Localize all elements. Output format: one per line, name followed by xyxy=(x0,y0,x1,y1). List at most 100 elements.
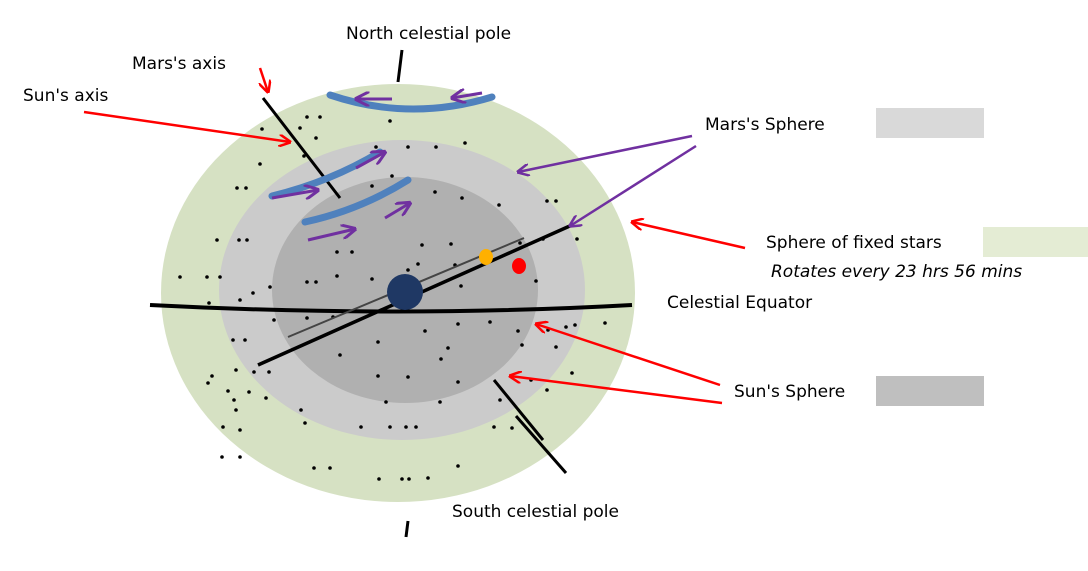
rotation-period-label: Rotates every 23 hrs 56 mins xyxy=(771,262,1023,282)
star-dot xyxy=(420,243,424,247)
star-dot xyxy=(449,242,453,246)
south-celestial-pole-label: South celestial pole xyxy=(452,502,619,522)
star-dot xyxy=(221,425,225,429)
fixed-stars-swatch xyxy=(983,227,1088,257)
star-dot xyxy=(414,425,418,429)
star-dot xyxy=(407,477,411,481)
star-dot xyxy=(335,250,339,254)
star-dot xyxy=(433,190,437,194)
star-dot xyxy=(237,238,241,242)
star-dot xyxy=(459,284,463,288)
star-dot xyxy=(438,400,442,404)
star-dot xyxy=(434,145,438,149)
star-dot xyxy=(314,280,318,284)
inner-rotation-arrow xyxy=(271,190,318,198)
star-dot xyxy=(244,186,248,190)
sun-sphere-swatch xyxy=(876,376,984,406)
star-dot xyxy=(178,275,182,279)
star-dot xyxy=(298,126,302,130)
star-dot xyxy=(235,186,239,190)
mars-sphere-arrow-lower xyxy=(570,144,697,226)
earth-marker xyxy=(387,274,423,310)
south-axis-line-b xyxy=(514,415,568,474)
star-dot xyxy=(252,370,256,374)
star-dot xyxy=(446,346,450,350)
mars-axis-arrow xyxy=(260,67,268,92)
star-dot xyxy=(205,275,209,279)
sun-sphere-label: Sun's Sphere xyxy=(734,382,846,402)
star-dot xyxy=(388,119,392,123)
star-dot xyxy=(312,466,316,470)
north-pole-axis xyxy=(396,49,404,83)
celestial-equator-label: Celestial Equator xyxy=(667,293,813,313)
celestial-equator-line xyxy=(149,303,633,314)
star-dot xyxy=(456,380,460,384)
star-dot xyxy=(404,425,408,429)
star-dot xyxy=(406,375,410,379)
star-dot xyxy=(374,145,378,149)
inner-rotation-arrow xyxy=(355,152,385,170)
star-dot xyxy=(305,316,309,320)
star-dot xyxy=(350,250,354,254)
sun-axis-label: Sun's axis xyxy=(23,86,109,106)
mars-sphere-swatch xyxy=(876,108,984,138)
north-rotation-band xyxy=(326,91,496,113)
star-dot xyxy=(498,398,502,402)
mars-rotation-band-lower xyxy=(301,176,412,226)
star-dot xyxy=(534,279,538,283)
star-dot xyxy=(215,238,219,242)
star-dot xyxy=(238,298,242,302)
star-dot xyxy=(247,390,251,394)
fixed-stars-arrow xyxy=(632,222,746,250)
star-dot xyxy=(268,285,272,289)
star-dot xyxy=(545,388,549,392)
star-dot xyxy=(376,340,380,344)
star-dot xyxy=(258,162,262,166)
star-dot xyxy=(456,322,460,326)
star-dot xyxy=(302,154,306,158)
star-dot xyxy=(305,280,309,284)
mars-sphere-arrow-upper xyxy=(518,134,693,172)
star-dot xyxy=(390,174,394,178)
star-dot xyxy=(220,455,224,459)
star-dot xyxy=(554,345,558,349)
star-dot xyxy=(603,321,607,325)
star-dot xyxy=(264,396,268,400)
star-dot xyxy=(384,400,388,404)
inner-rotation-arrow xyxy=(307,229,355,242)
star-dot xyxy=(238,455,242,459)
star-dot xyxy=(272,318,276,322)
mars-sphere-label: Mars's Sphere xyxy=(705,115,825,135)
mars-rotation-band-upper xyxy=(268,148,384,200)
star-dot xyxy=(359,425,363,429)
star-dot xyxy=(497,203,501,207)
fixed-stars-label: Sphere of fixed stars xyxy=(766,233,942,253)
star-dot xyxy=(426,476,430,480)
south-axis-line-a xyxy=(492,379,545,441)
star-dot xyxy=(234,408,238,412)
star-dot xyxy=(314,136,318,140)
star-dot xyxy=(460,196,464,200)
star-dot xyxy=(338,353,342,357)
star-dot xyxy=(456,464,460,468)
south-pole-axis xyxy=(404,520,410,538)
star-dot xyxy=(516,329,520,333)
star-dot xyxy=(328,466,332,470)
star-dot xyxy=(260,127,264,131)
star-dot xyxy=(406,145,410,149)
star-dot xyxy=(554,199,558,203)
star-dot xyxy=(545,199,549,203)
star-dot xyxy=(388,425,392,429)
sun-sphere-arrow-lower xyxy=(510,376,723,405)
star-dot xyxy=(510,426,514,430)
star-dot xyxy=(570,371,574,375)
star-dot xyxy=(318,115,322,119)
star-dot xyxy=(463,141,467,145)
star-dot xyxy=(400,477,404,481)
star-dot xyxy=(573,323,577,327)
star-dot xyxy=(299,408,303,412)
star-dot xyxy=(376,374,380,378)
star-dot xyxy=(206,381,210,385)
star-dot xyxy=(335,274,339,278)
